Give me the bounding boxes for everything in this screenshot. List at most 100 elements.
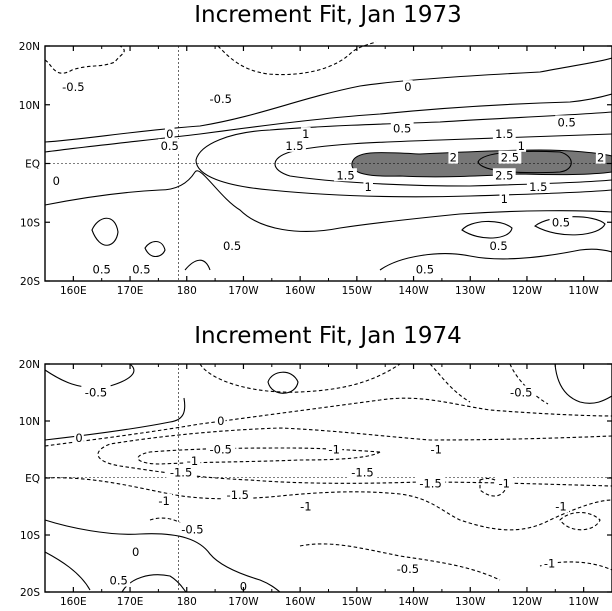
panel-2-y-tick-label: 10N	[19, 416, 40, 428]
panel-1-contour-label: 1	[501, 192, 508, 206]
panel-2-contour-label: -1	[544, 557, 555, 571]
panel-1-contour	[144, 240, 166, 258]
panel-1-contour-label: 0	[53, 174, 60, 188]
panel-2-contour	[44, 477, 612, 531]
panel-1-contour-label: 0.5	[132, 262, 150, 276]
panel-2-x-tick-label: 160E	[60, 596, 87, 608]
panel-1-contour-label-bg	[283, 138, 306, 152]
panel-1-contour-label: 0.5	[161, 139, 179, 153]
panel-1-contour	[184, 259, 211, 271]
panel-1-contour-label: 0.5	[223, 239, 241, 253]
panel-1-contour-label: 1	[302, 127, 309, 141]
panel-2-contour-label: -0.5	[397, 562, 419, 576]
panel-1-x-tick-label: 150W	[342, 285, 373, 297]
panel-1-contour-label: 0.5	[552, 215, 570, 229]
panel-2-contour-label: -0.5	[210, 443, 232, 457]
panel-2-x-tick-label: 150W	[342, 596, 373, 608]
panel-1-contour-label: 0	[404, 80, 411, 94]
panel-2-contour-label: -1	[499, 477, 510, 491]
panel-2-x-tick-label: 130W	[455, 596, 486, 608]
panel-2-contour-label: 0	[240, 579, 247, 593]
panel-1-x-tick-label: 170E	[117, 285, 144, 297]
panel-1-x-tick-label: 160E	[60, 285, 87, 297]
panel-2-contour	[44, 397, 186, 441]
panel-2-y-tick-label: 20S	[20, 587, 40, 599]
panel-1-contour-label: 2	[450, 151, 457, 165]
panel-2-contour-label-bg	[206, 442, 236, 456]
panel-2-contour-label-bg	[297, 499, 314, 513]
panel-1-contour-label-bg	[499, 191, 510, 205]
panel-1-contour	[274, 133, 612, 187]
panel-2-contour-label-bg	[155, 493, 173, 507]
panel-1-contour-label: 1	[365, 180, 372, 194]
panel-2-contour	[44, 551, 91, 591]
panel-2-contour	[479, 477, 506, 497]
panel-1-x-tick-label: 170W	[228, 285, 259, 297]
panel-1-contour-label: 1.5	[529, 180, 547, 194]
panel-2-x-tick-label: 110W	[568, 596, 599, 608]
panel-2-contour	[44, 397, 612, 447]
panel-2-contour	[44, 519, 281, 593]
panel-1-contour	[195, 111, 612, 198]
panel-2-contour-label-bg	[184, 453, 201, 467]
panel-1-contour	[44, 93, 612, 153]
panel-1-contour-label-bg	[492, 127, 516, 141]
panel-2-contour	[554, 363, 612, 404]
panel-1-contour-label-bg	[164, 127, 175, 141]
panel-1-x-tick-label: 140W	[398, 285, 429, 297]
panel-1-x-tick-label: 180	[177, 285, 197, 297]
panel-2-contour	[299, 543, 501, 581]
panel-1-x-tick-label: 160W	[285, 285, 316, 297]
panel-2-x-tick-label: 140W	[398, 596, 429, 608]
panel-1-contour	[44, 57, 612, 143]
panel-2-x-tick-label: 170W	[228, 596, 259, 608]
panel-2-contour-label-bg	[496, 476, 513, 490]
panel-1-contour	[91, 217, 119, 246]
panel-1-contour-label: 1.5	[336, 168, 354, 182]
panel-1-contour-label-bg	[516, 138, 527, 152]
panel-1-contour-label-bg	[206, 91, 236, 105]
panel-2-contour-label: -1	[300, 500, 311, 514]
panel-2-y-tick-label: 20N	[19, 359, 40, 371]
panel-2-x-tick-label: 170E	[117, 596, 144, 608]
panel-1-y-tick-label: 20N	[19, 41, 40, 53]
panel-2-x-tick-label: 120W	[512, 596, 543, 608]
panel-2-contour-label-bg	[347, 465, 378, 479]
panel-1-contour-label-bg	[158, 138, 182, 152]
panel-2-contour-label-bg	[130, 545, 141, 559]
panel-2-contour-label: 0	[75, 431, 82, 445]
panel-1-contour-label-bg	[390, 121, 414, 135]
panel-1-contour-label-bg	[334, 168, 357, 182]
panel-1-contour-label-bg	[58, 80, 89, 94]
panel-2-contour-label-bg	[81, 385, 111, 399]
panel-1-x-tick-label: 130W	[455, 285, 486, 297]
panel-1-contour-label-bg	[492, 168, 516, 182]
panel-1-contour-label-bg	[487, 238, 510, 252]
panel-1-contour-label: 0.5	[557, 115, 575, 129]
panel-1-contour-label: 0	[166, 127, 173, 141]
panel-2-contour-label-bg	[215, 414, 226, 427]
panel-1-x-tick-label: 120W	[512, 285, 543, 297]
panel-2-title: Increment Fit, Jan 1974	[194, 323, 461, 349]
panel-2-contour-label-bg	[415, 476, 446, 490]
panel-2-contour-label: -1	[187, 454, 198, 468]
panel-2-contour-label-bg	[223, 488, 253, 502]
panel-2-contour-label-bg	[166, 465, 196, 479]
panel-2-contour	[137, 447, 381, 465]
panel-1-contour	[217, 41, 377, 76]
panel-2-contour-labels: -0.5-0.500-0.5-1-1-1-1.5-1.5-1.5-1-1.5-1…	[74, 385, 570, 593]
panel-2-contour-label: 0	[132, 545, 139, 559]
panel-1-contour-label-bg	[448, 150, 459, 164]
panel-1-contour-label: 2	[597, 151, 604, 165]
panel-1-x-tick-label: 110W	[568, 285, 599, 297]
panel-1-contour	[44, 170, 612, 232]
panel-2-contour-label-bg	[107, 573, 131, 587]
panel-1-title: Increment Fit, Jan 1973	[194, 2, 461, 28]
panel-1-contour-label-bg	[129, 262, 153, 276]
panel-2-contour-label: -1	[555, 500, 566, 514]
